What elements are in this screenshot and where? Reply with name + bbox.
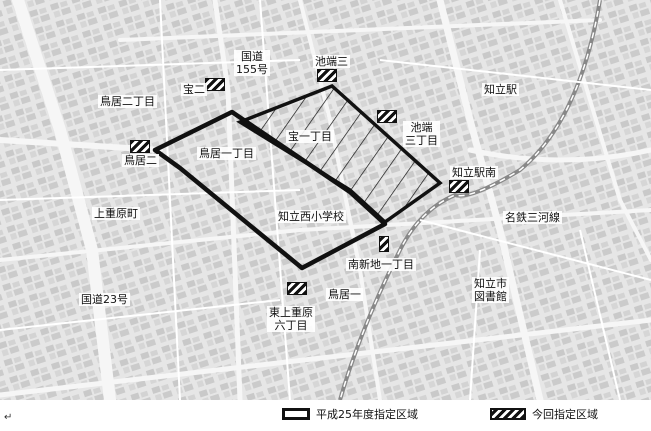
label-kokudo-155: 国道 155号 [234, 50, 270, 76]
legend-item-h25: 平成25年度指定区域 [282, 404, 418, 424]
label-meitetsu-nigawa: 名鉄三河線 [503, 211, 562, 224]
marker-torii1 [287, 282, 307, 295]
label-kami-shigehara: 上重原町 [92, 207, 140, 220]
label-torii-2chome: 鳥居二丁目 [98, 95, 157, 108]
label-chiryu-station: 知立駅 [482, 83, 519, 96]
label-kokudo-23: 国道23号 [79, 293, 130, 306]
marker-chiryu-eki-minami [449, 180, 469, 193]
label-torii2: 鳥居二 [122, 154, 159, 167]
label-chiryu-nishi-school: 知立西小学校 [276, 210, 346, 223]
legend-hatch-swatch [490, 408, 526, 420]
legend-item-current: 今回指定区域 [490, 404, 598, 424]
label-higashi-kami-shigehara: 東上重原 六丁目 [267, 306, 315, 332]
marker-ikebata3 [317, 69, 337, 82]
marker-ikebata-3chome [377, 110, 397, 123]
railway [338, 0, 602, 401]
label-library: 知立市 図書館 [472, 277, 509, 303]
road-secondary [0, 0, 651, 400]
label-takara2: 宝二 [181, 83, 207, 96]
marker-takara2 [205, 78, 225, 91]
label-ikebata3: 池端三 [313, 55, 350, 68]
h25-designated-area [152, 109, 388, 271]
legend-h25-label: 平成25年度指定区域 [316, 408, 418, 421]
label-chiryu-eki-minami: 知立駅南 [450, 166, 498, 179]
paragraph-mark-icon: ↵ [4, 412, 13, 423]
label-takara-1chome: 宝一丁目 [286, 130, 334, 143]
legend-current-label: 今回指定区域 [532, 408, 598, 421]
map: 鳥居二丁目 宝二 国道 155号 池端三 知立駅 池端 三丁目 鳥居二 鳥居一丁… [0, 0, 651, 401]
marker-torii2 [130, 140, 150, 153]
label-torii-1chome: 鳥居一丁目 [197, 147, 256, 160]
legend-outline-swatch [282, 408, 310, 420]
label-minami-shinchi: 南新地一丁目 [346, 258, 416, 271]
label-torii1: 鳥居一 [326, 288, 363, 301]
map-legend: 平成25年度指定区域 今回指定区域 [282, 404, 651, 424]
marker-school [379, 236, 389, 252]
label-ikebata-3chome: 池端 三丁目 [403, 121, 440, 147]
